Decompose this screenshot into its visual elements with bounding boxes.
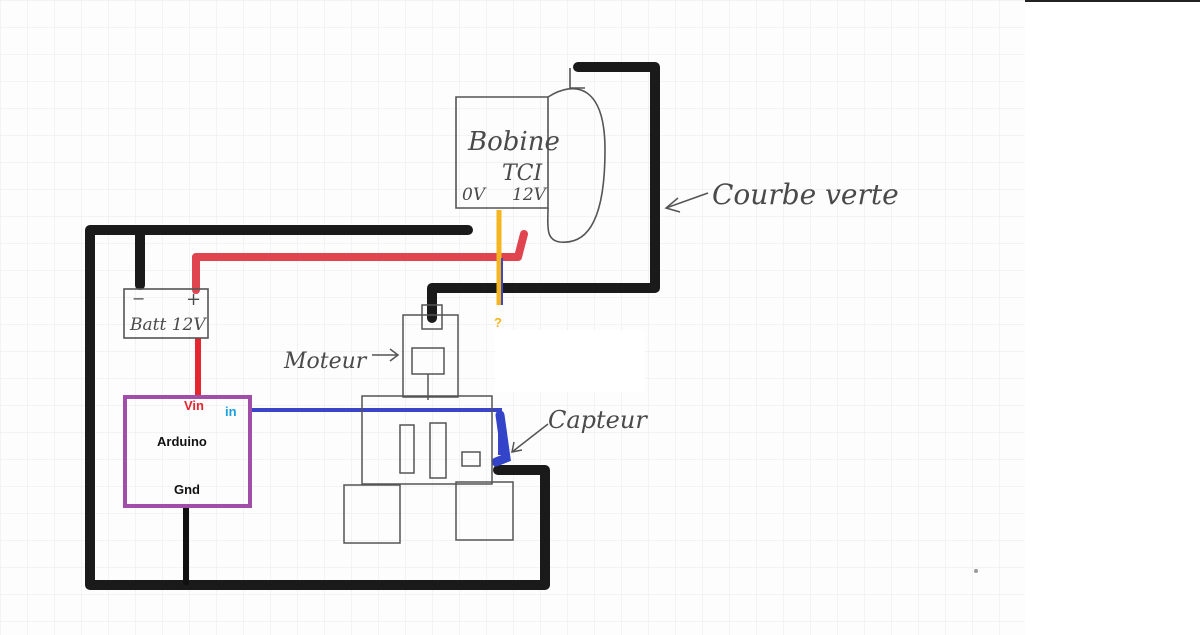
arduino-vin-label: Vin (184, 398, 204, 413)
ground-loop-wire (85, 225, 550, 590)
wheel-left (343, 484, 401, 544)
inner-left (399, 424, 415, 474)
annotation-arrows (372, 192, 709, 453)
wheel-right (455, 481, 514, 541)
sensor-label: Capteur (548, 406, 648, 434)
unknown-label: ? (494, 315, 502, 330)
sensor-lead (491, 410, 511, 467)
battery-box (123, 288, 209, 339)
motor-assembly (343, 304, 514, 544)
arduino-box (123, 395, 252, 508)
battery-minus-label: − (132, 289, 145, 308)
motor-arrow-icon (372, 348, 400, 362)
inner-right (461, 451, 481, 467)
ht-lead-wire (427, 62, 660, 323)
battery-plus-label: + (186, 289, 201, 310)
black-wires (85, 62, 660, 590)
erased-area (495, 330, 645, 392)
coil-label-line1: Bobine (467, 127, 560, 157)
coil-bulge (546, 87, 606, 243)
battery-plus-wire (192, 230, 528, 294)
arduino-in-label: in (225, 404, 237, 419)
inner-center (429, 422, 447, 479)
coil-12v-label: 12V (512, 185, 548, 205)
sensor-arrow-icon (511, 423, 549, 453)
engine-block (361, 395, 493, 485)
coil-0v-label: 0V (462, 185, 487, 205)
pencil-mark (974, 569, 978, 573)
blank-margin (1025, 0, 1200, 635)
lead-annotation: Courbe verte (712, 178, 899, 211)
coil-label-line2: TCI (502, 161, 544, 186)
coil-terminal (569, 68, 585, 89)
motor-label: Moteur (283, 349, 368, 374)
lead-arrow-icon (664, 192, 709, 213)
plug-cap (421, 304, 443, 330)
motor-top (402, 314, 459, 398)
ignition-coil (455, 68, 606, 243)
battery-label: Batt 12V (129, 315, 207, 335)
arduino-gnd-label: Gnd (174, 482, 200, 497)
arduino-name-label: Arduino (157, 434, 207, 449)
